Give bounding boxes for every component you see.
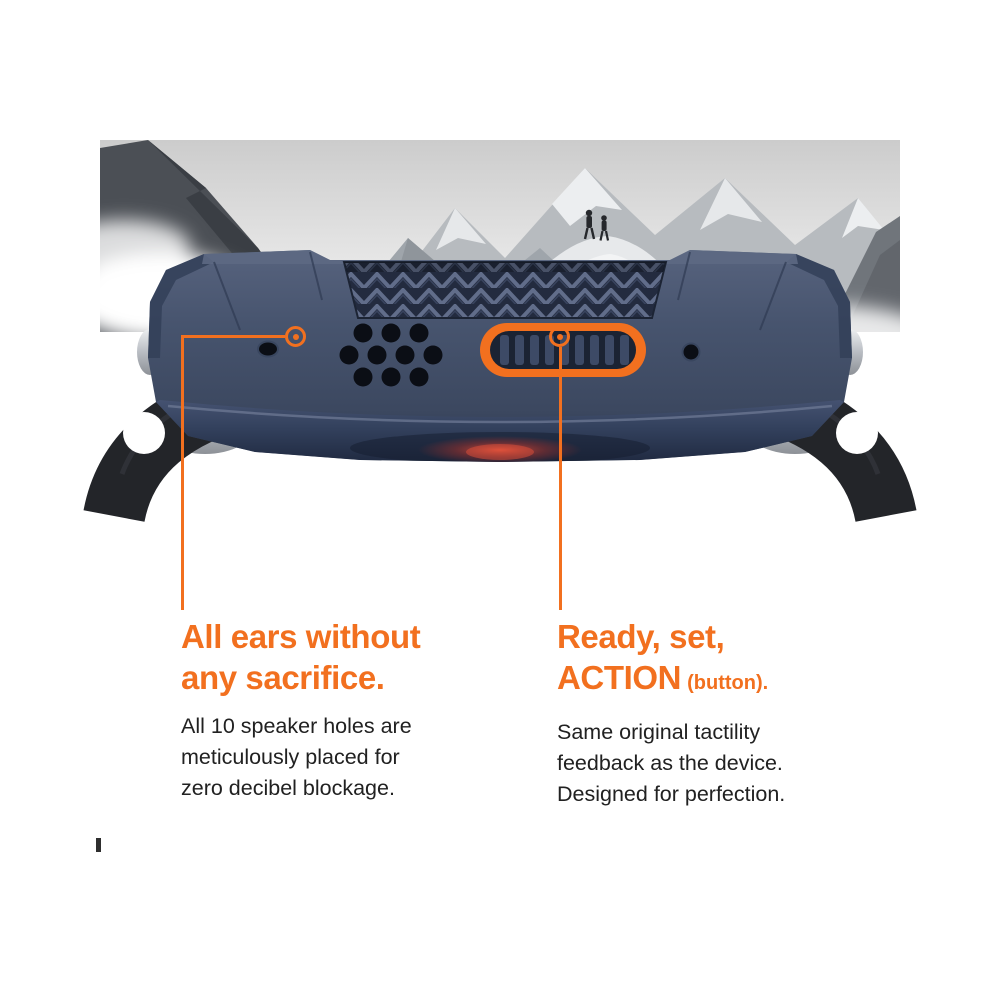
body-line: meticulously placed for (181, 745, 400, 769)
carbon-fiber-panel (342, 261, 668, 319)
feature-right-heading: Ready, set, ACTION(button). (557, 616, 887, 704)
hikers-silhouette-icon (583, 209, 610, 241)
callout-marker-left-icon (285, 326, 306, 347)
action-button (480, 323, 646, 377)
body-line: Designed for perfection. (557, 782, 786, 806)
feature-left-body: All 10 speaker holes are meticulously pl… (181, 711, 511, 804)
heading-line: Ready, set, (557, 618, 725, 655)
callout-line-right-vertical (559, 347, 562, 610)
feature-left: All ears without any sacrifice. All 10 s… (181, 616, 511, 804)
stray-edge-mark (96, 838, 101, 852)
heading-line: ACTION(button). (557, 657, 887, 704)
callout-line-left-vertical (181, 335, 184, 610)
watch-case (148, 250, 852, 462)
callout-line-left-horizontal (183, 335, 285, 338)
feature-left-heading: All ears without any sacrifice. (181, 616, 511, 698)
heading-word-action: ACTION (557, 659, 682, 696)
side-hole (681, 342, 701, 362)
feature-right-body: Same original tactility feedback as the … (557, 717, 887, 810)
strap-hole (123, 412, 165, 454)
mic-hole (257, 340, 279, 358)
body-line: feedback as the device. (557, 751, 783, 775)
speaker-holes (339, 323, 443, 387)
heading-line: any sacrifice. (181, 659, 385, 696)
body-line: zero decibel blockage. (181, 776, 395, 800)
body-line: Same original tactility (557, 720, 761, 744)
feature-right: Ready, set, ACTION(button). Same origina… (557, 616, 887, 810)
heading-line: All ears without (181, 618, 421, 655)
strap-hole (836, 412, 878, 454)
heading-note: (button). (687, 672, 769, 694)
case-underside (156, 400, 844, 462)
body-line: All 10 speaker holes are (181, 714, 412, 738)
callout-marker-right-icon (549, 326, 570, 347)
